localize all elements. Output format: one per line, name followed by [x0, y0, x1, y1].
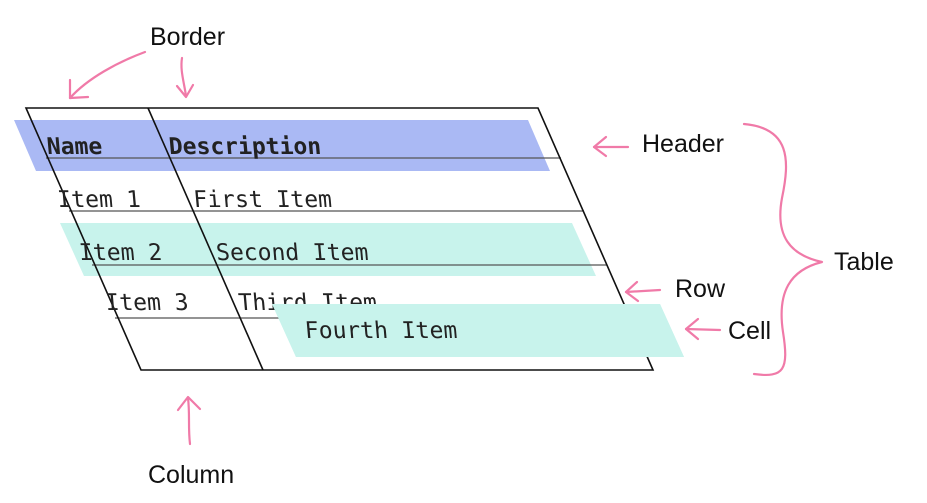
annotation-arrows [68, 50, 824, 446]
cell-item-3-name: Item 3 [104, 290, 189, 316]
label-table: Table [834, 248, 894, 276]
row-arrow [624, 288, 662, 294]
table-brace [742, 122, 824, 376]
cell-arrow-head [684, 317, 700, 341]
row-highlight-band [60, 223, 596, 276]
header-arrow-head [592, 135, 608, 158]
border-arrow-right-head [175, 83, 195, 99]
label-row: Row [675, 275, 726, 303]
border-arrow-left-head [68, 78, 90, 100]
cell-fourth-item: Fourth Item [304, 318, 459, 344]
row-arrow-head [624, 280, 640, 303]
cell-item-2-name: Item 2 [78, 240, 163, 266]
border-arrow-right [180, 56, 188, 98]
label-header: Header [642, 130, 724, 158]
table-border [24, 107, 655, 371]
cell-item-1-name: Item 1 [56, 187, 141, 213]
cell-arrow [684, 327, 722, 332]
cell-item-1-description: First Item [192, 187, 333, 213]
column-arrow [186, 396, 192, 446]
header-description: Description [168, 134, 323, 160]
column-arrow-head [176, 395, 202, 412]
cell-highlight-overlay [272, 304, 684, 357]
border-arrow-left [68, 50, 147, 100]
header-name: Name [46, 134, 104, 160]
label-cell: Cell [728, 317, 771, 345]
cell-item-2-description: Second Item [215, 240, 370, 266]
label-column: Column [148, 461, 234, 489]
label-border: Border [150, 23, 225, 51]
column-divider [147, 107, 264, 371]
